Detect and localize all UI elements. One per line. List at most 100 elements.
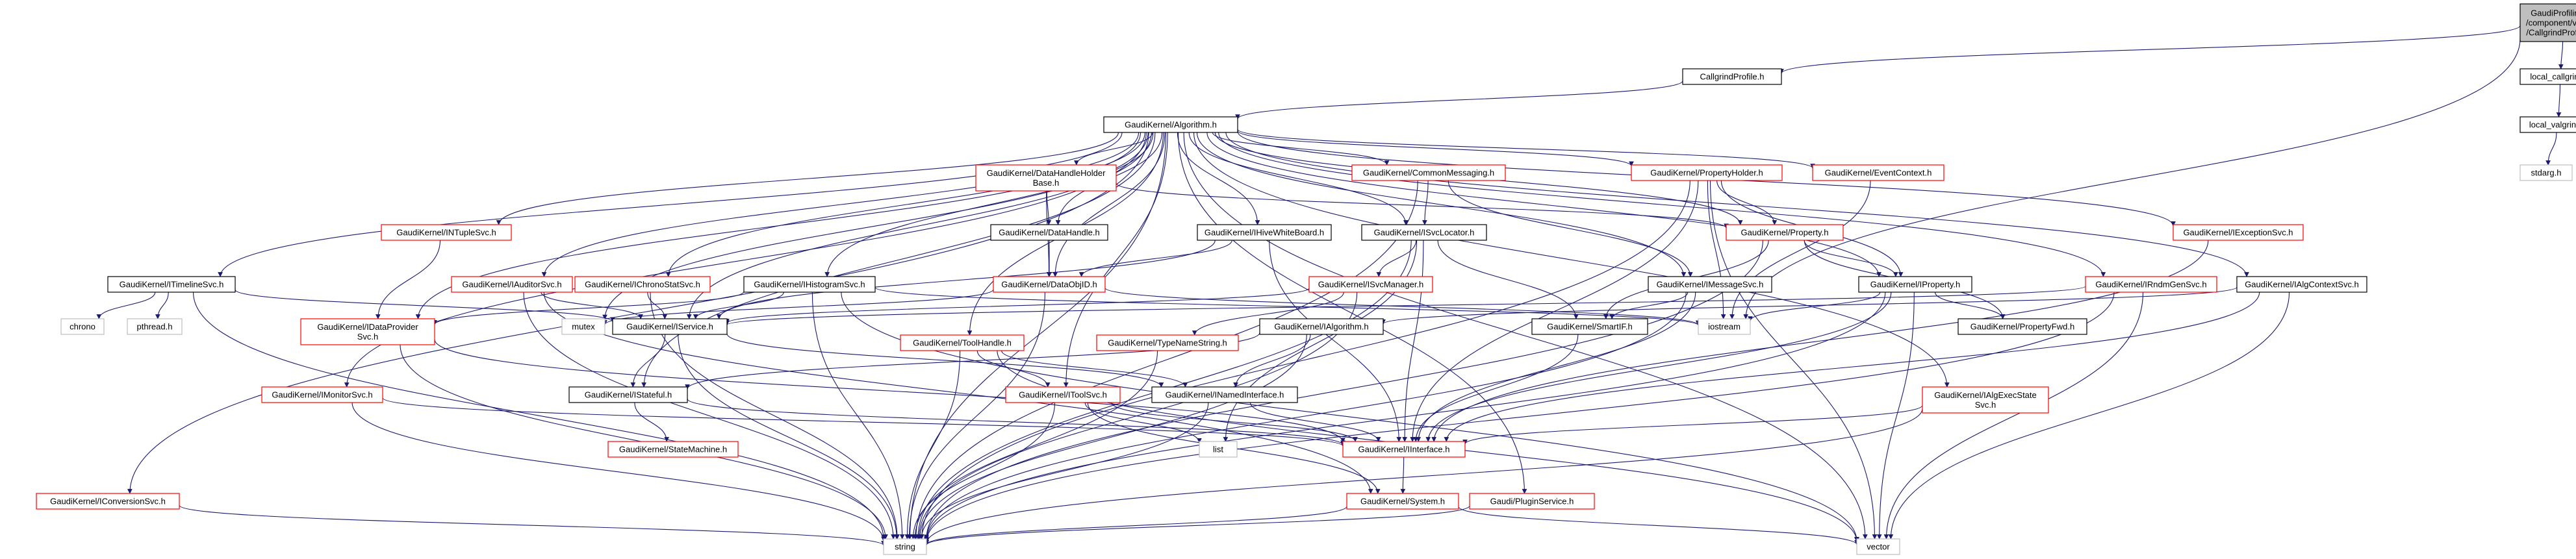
node-irndm[interactable]: GaudiKernel/IRndmGenSvc.h (2085, 276, 2217, 293)
node-box (107, 276, 236, 293)
node-box (1346, 493, 1459, 510)
edge-alg-to-irndm (1218, 132, 2106, 277)
node-hwb[interactable]: GaudiKernel/IHiveWhiteBoard.h (1197, 224, 1332, 241)
node-plugin[interactable]: Gaudi/PluginService.h (1469, 493, 1595, 510)
node-box (1342, 441, 1466, 458)
node-iauditor[interactable]: GaudiKernel/IAuditorSvc.h (451, 276, 573, 293)
node-chrono[interactable]: chrono (60, 318, 105, 335)
node-label: Svc.h (1975, 400, 1996, 410)
edge-istateful-to-statemachine (634, 402, 669, 442)
edge-alg-to-itimeline (218, 132, 1123, 277)
node-alg[interactable]: GaudiKernel/Algorithm.h (1103, 116, 1238, 133)
node-iostream[interactable]: iostream (1698, 318, 1751, 335)
node-iprop[interactable]: GaudiKernel/IProperty.h (1858, 276, 1972, 293)
node-box (990, 224, 1108, 241)
node-typename[interactable]: GaudiKernel/TypeNameString.h (1096, 334, 1239, 351)
node-box (1648, 276, 1772, 293)
edge-iservice-to-istateful (630, 334, 666, 388)
edge-itimeline-to-string (192, 292, 886, 540)
node-box (1922, 386, 2049, 414)
edge-ph-to-iostream (1707, 180, 1726, 319)
node-label: GaudiKernel/IAlgExecState (1934, 390, 2037, 400)
node-box (975, 164, 1117, 192)
edge-dataobjid-to-string (906, 292, 1045, 540)
node-box (1259, 318, 1384, 335)
node-ialgorithm[interactable]: GaudiKernel/IAlgorithm.h (1259, 318, 1384, 335)
node-label: string (895, 542, 915, 552)
edge-toolhandle-to-string (904, 350, 961, 540)
node-system[interactable]: GaudiKernel/System.h (1346, 493, 1459, 510)
node-dh[interactable]: GaudiKernel/DataHandle.h (990, 224, 1108, 241)
node-isvcloc[interactable]: GaudiKernel/ISvcLocator.h (1361, 224, 1487, 241)
node-string[interactable]: string (883, 538, 927, 555)
node-cm[interactable]: GaudiKernel/CommonMessaging.h (1351, 164, 1506, 181)
node-iinterface[interactable]: GaudiKernel/IInterface.h (1342, 441, 1466, 458)
node-cgp[interactable]: CallgrindProfile.h (1682, 68, 1782, 85)
node-dataobjid[interactable]: GaudiKernel/DataObjID.h (993, 276, 1106, 293)
edge-alg-to-ialgctx (1225, 132, 2249, 277)
node-root[interactable]: GaudiProfiling/src/component/valgrind/Ca… (2519, 3, 2576, 42)
node-ichrono[interactable]: GaudiKernel/IChronoStatSvc.h (574, 276, 711, 293)
node-intuple[interactable]: GaudiKernel/INTupleSvc.h (381, 224, 512, 241)
node-local_callgrind[interactable]: local_callgrind.h (2519, 68, 2576, 85)
node-label: local_valgrind.h (2529, 120, 2576, 130)
edge-alg-to-itoolsvc (1063, 132, 1168, 388)
node-stdarg[interactable]: stdarg.h (2519, 164, 2573, 181)
node-mutex[interactable]: mutex (561, 318, 606, 335)
edge-alg-to-iconversion (127, 132, 1149, 494)
edge-imonitor-to-iinterface (382, 397, 1345, 447)
node-vector[interactable]: vector (1856, 538, 1900, 555)
node-istateful[interactable]: GaudiKernel/IStateful.h (568, 386, 688, 403)
edge-inamed-to-iinterface (1249, 402, 1381, 442)
node-statemachine[interactable]: GaudiKernel/StateMachine.h (607, 441, 739, 458)
node-ialgctx[interactable]: GaudiKernel/IAlgContextSvc.h (2236, 276, 2367, 293)
edge-itoolsvc-to-iinterface (1111, 402, 1358, 442)
edge-ialgorithm-to-inamed (1233, 334, 1311, 388)
node-label: GaudiKernel/PropertyHolder.h (1650, 168, 1763, 178)
node-ihisto[interactable]: GaudiKernel/IHistogramSvc.h (743, 276, 876, 293)
node-propfwd[interactable]: GaudiKernel/PropertyFwd.h (1958, 318, 2087, 335)
node-iservice[interactable]: GaudiKernel/IService.h (612, 318, 728, 335)
edge-iservice-to-inamed (726, 333, 1164, 388)
edge-ihisto-to-string (811, 292, 905, 540)
node-label: GaudiKernel/DataHandleHolder (987, 168, 1106, 178)
edge-root-to-cgp (1779, 25, 2521, 74)
edge-imsg-to-string (924, 292, 1687, 541)
node-label: chrono (70, 322, 96, 332)
node-itoolsvc[interactable]: GaudiKernel/IToolSvc.h (1005, 386, 1121, 403)
node-prop[interactable]: GaudiKernel/Property.h (1726, 224, 1844, 241)
node-box (1698, 318, 1751, 335)
node-list[interactable]: list (1199, 441, 1238, 458)
node-inamed[interactable]: GaudiKernel/INamedInterface.h (1151, 386, 1298, 403)
node-label: GaudiKernel/ITimelineSvc.h (120, 280, 224, 290)
node-label: GaudiKernel/IInterface.h (1358, 445, 1450, 454)
node-box (1005, 386, 1121, 403)
node-label: GaudiKernel/StateMachine.h (619, 445, 727, 454)
node-iexc[interactable]: GaudiKernel/IExceptionSvc.h (2173, 224, 2304, 241)
node-toolhandle[interactable]: GaudiKernel/ToolHandle.h (900, 334, 1025, 351)
node-ec[interactable]: GaudiKernel/EventContext.h (1812, 164, 1945, 181)
edge-alg-to-iauditor (541, 132, 1140, 277)
node-local_valgrind[interactable]: local_valgrind.h (2519, 116, 2576, 133)
node-iconversion[interactable]: GaudiKernel/IConversionSvc.h (36, 493, 180, 510)
node-box (1858, 276, 1972, 293)
node-imonitor[interactable]: GaudiKernel/IMonitorSvc.h (261, 386, 383, 403)
node-layer: GaudiProfiling/src/component/valgrind/Ca… (36, 3, 2576, 555)
edge-idp-to-iinterface (434, 339, 1345, 443)
node-smartif[interactable]: GaudiKernel/SmartIF.h (1531, 318, 1648, 335)
node-label: vector (1867, 542, 1890, 552)
node-isvcmgr[interactable]: GaudiKernel/ISvcManager.h (1308, 276, 1433, 293)
edge-imonitor-to-string (351, 402, 886, 542)
node-box (60, 318, 105, 335)
node-itimeline[interactable]: GaudiKernel/ITimelineSvc.h (107, 276, 236, 293)
edge-itimeline-to-pthread (155, 292, 169, 319)
node-imsg[interactable]: GaudiKernel/IMessageSvc.h (1648, 276, 1772, 293)
node-label: stdarg.h (2531, 168, 2562, 178)
edge-iconversion-to-string (179, 504, 886, 546)
node-ph[interactable]: GaudiKernel/PropertyHolder.h (1631, 164, 1783, 181)
node-pthread[interactable]: pthread.h (127, 318, 183, 335)
node-box (2519, 68, 2576, 85)
